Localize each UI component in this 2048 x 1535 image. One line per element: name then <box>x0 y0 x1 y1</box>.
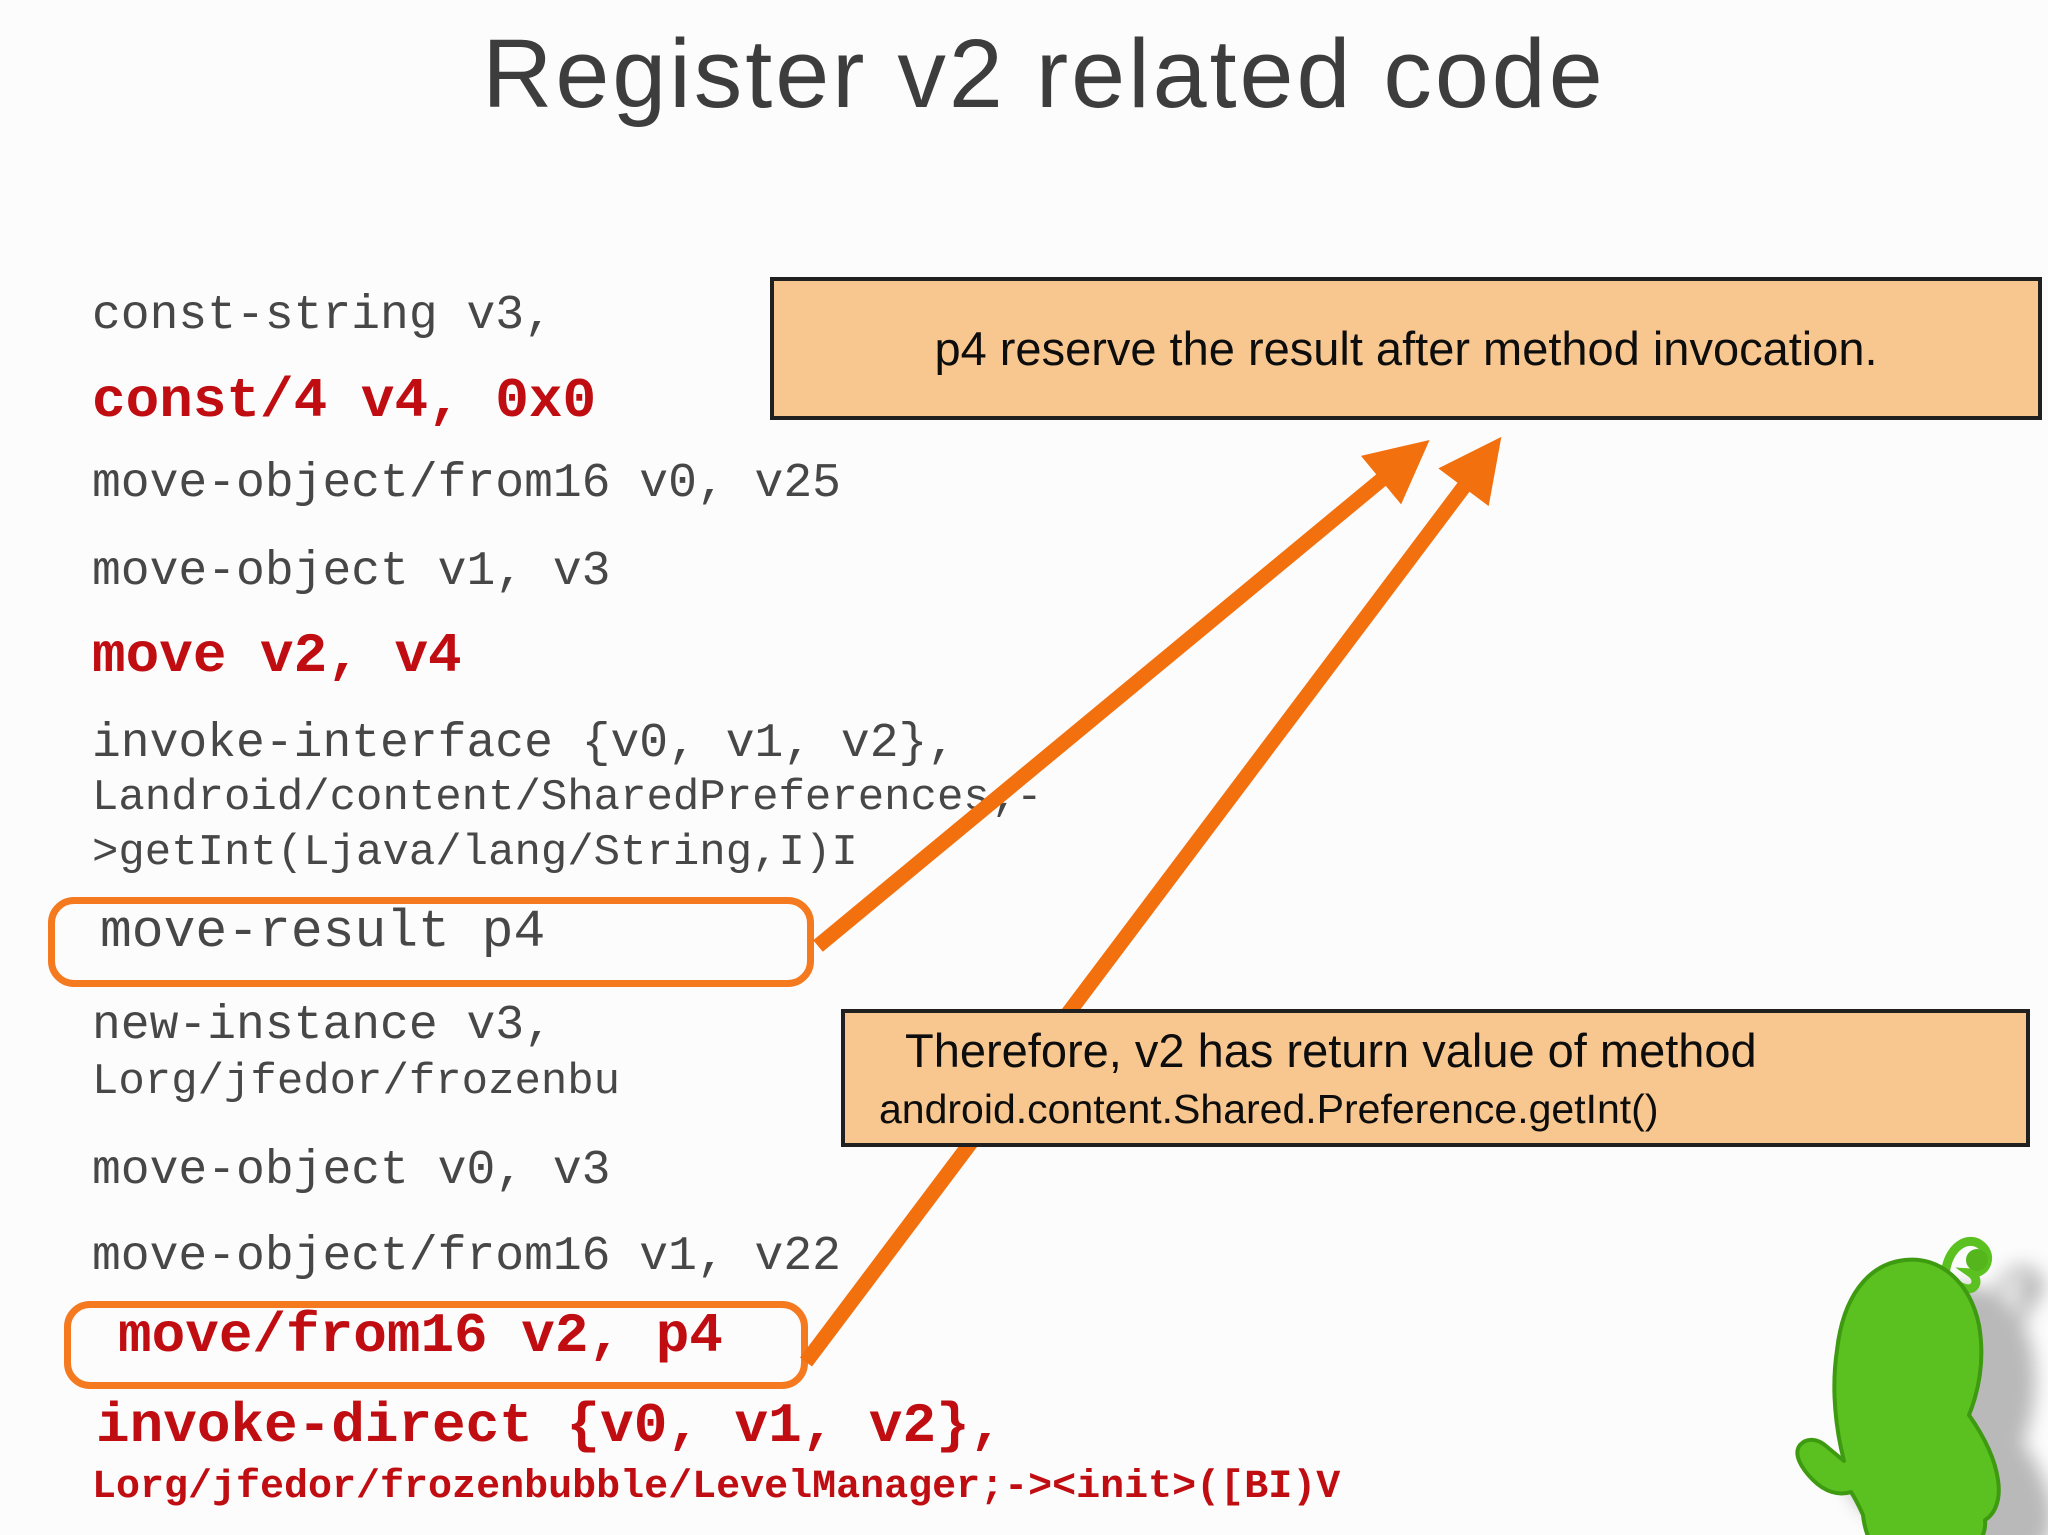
highlight-box-move-result <box>48 897 814 987</box>
code-line: Landroid/content/SharedPreferences;- <box>92 773 1043 823</box>
code-line: Lorg/jfedor/frozenbubble/LevelManager;->… <box>92 1465 1341 1510</box>
glove-loop-knot <box>1966 1249 1988 1271</box>
glove-body <box>1795 1257 2001 1535</box>
code-line: >getInt(Ljava/lang/String,I)I <box>92 828 858 878</box>
callout-v2-return-line1: Therefore, v2 has return value of method <box>905 1024 1757 1077</box>
code-line: move-result p4 <box>100 902 546 962</box>
highlight-box-move-from16 <box>64 1301 808 1389</box>
slide-title: Register v2 related code <box>482 19 1606 128</box>
code-line: const/4 v4, 0x0 <box>92 369 597 433</box>
code-line: move-object/from16 v0, v25 <box>92 457 841 511</box>
code-line: move-object v1, v3 <box>92 545 611 599</box>
code-line: move v2, v4 <box>92 624 462 688</box>
callout-p4-result-text: p4 reserve the result after method invoc… <box>934 322 1878 375</box>
callout-p4-result: p4 reserve the result after method invoc… <box>770 277 2042 420</box>
green-glove-graphic <box>1795 1236 2001 1535</box>
arrow-from-move-from16 <box>800 436 1502 1367</box>
code-line: invoke-interface {v0, v1, v2}, <box>92 717 957 771</box>
code-line: move-object/from16 v1, v22 <box>92 1230 841 1284</box>
code-line: const-string v3, <box>92 289 553 343</box>
arrow-from-move-result <box>813 439 1430 952</box>
code-line: move/from16 v2, p4 <box>118 1304 723 1368</box>
code-line: new-instance v3, <box>92 999 553 1053</box>
code-line: invoke-direct {v0, v1, v2}, <box>96 1394 1004 1458</box>
callout-v2-return-line2: android.content.Shared.Preference.getInt… <box>879 1086 1659 1132</box>
code-line: Lorg/jfedor/frozenbu <box>92 1057 621 1107</box>
callout-v2-return: Therefore, v2 has return value of method… <box>841 1009 2030 1147</box>
code-line: move-object v0, v3 <box>92 1144 611 1198</box>
